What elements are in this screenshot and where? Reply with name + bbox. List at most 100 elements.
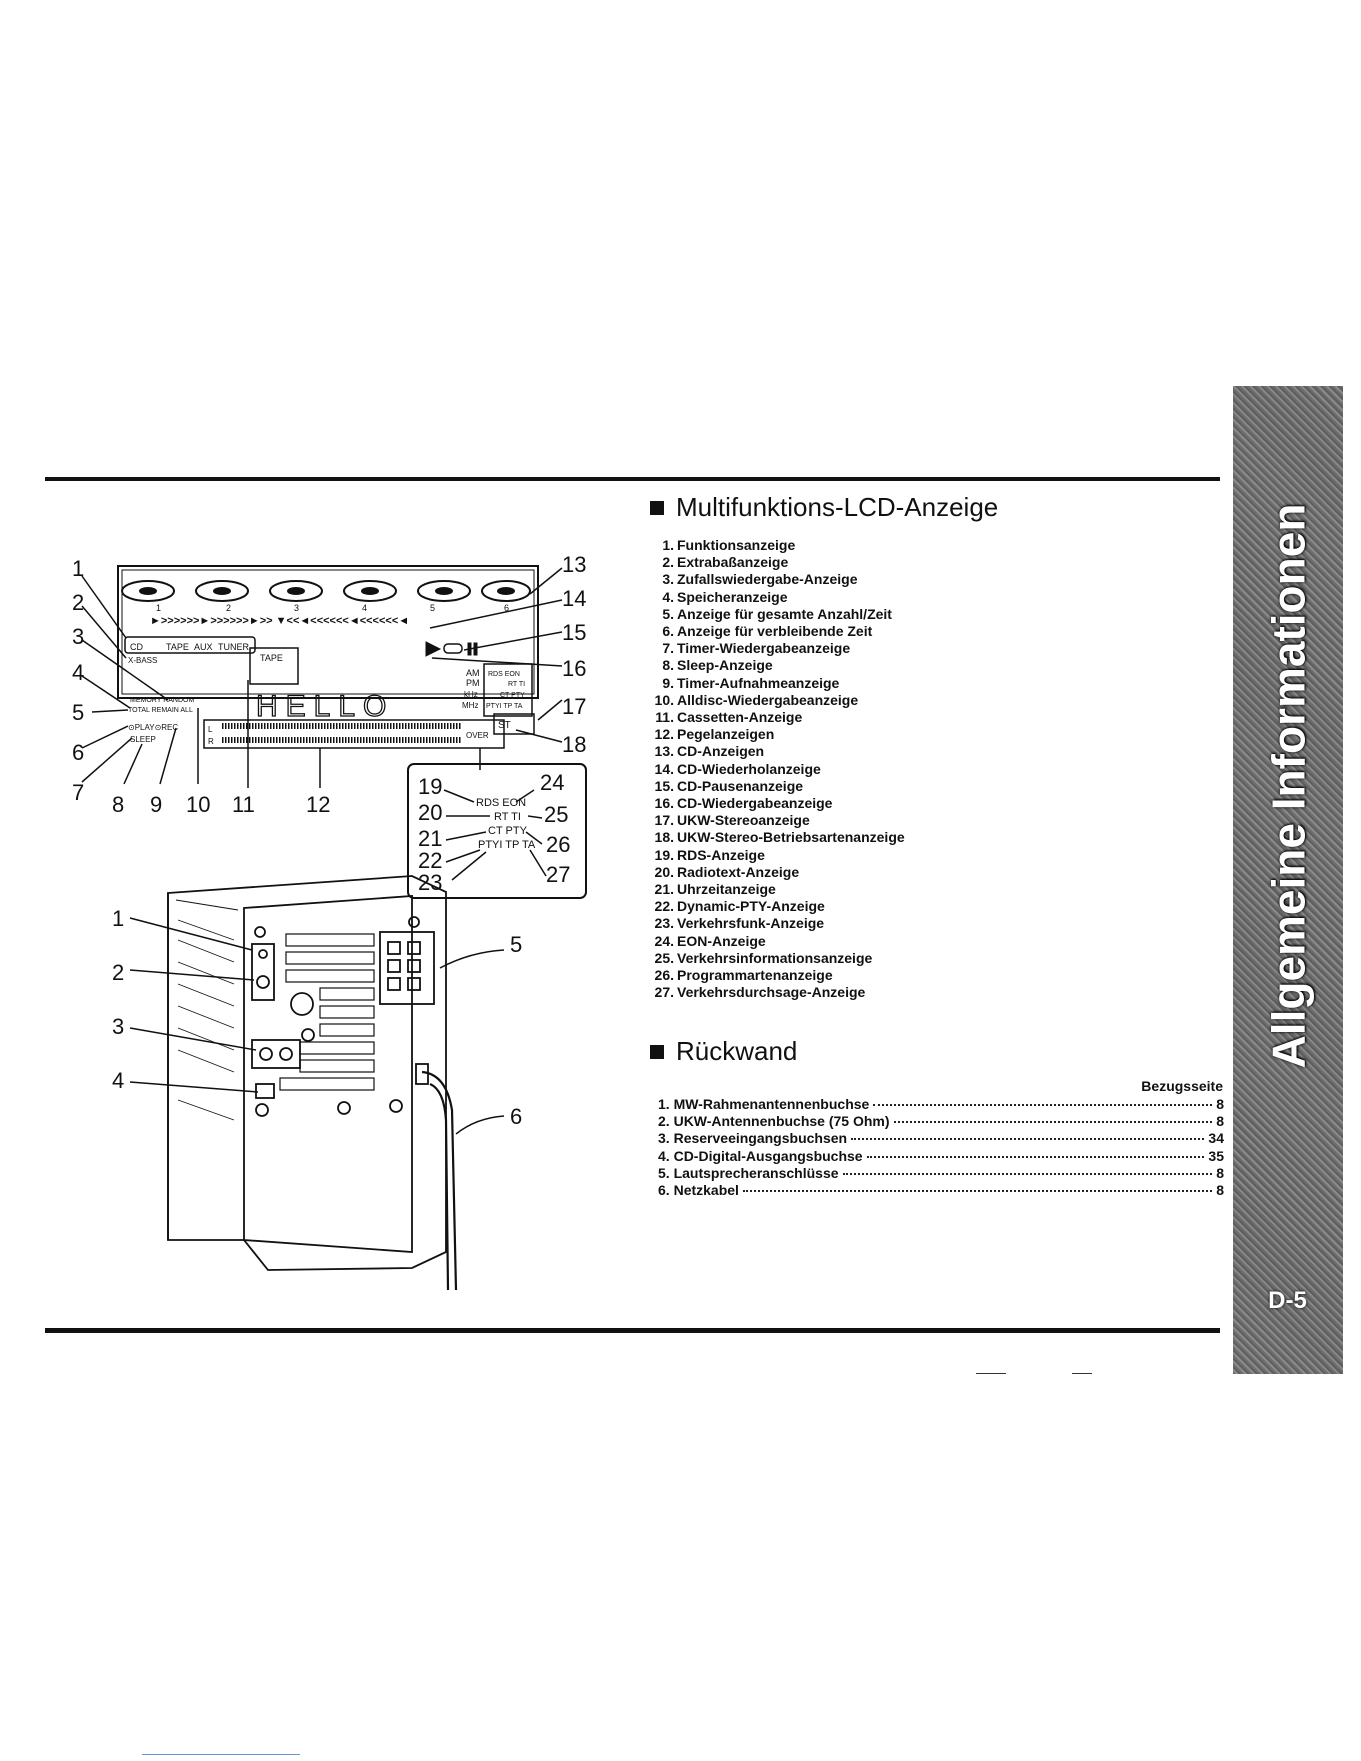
rear-list-item-page: 8: [1216, 1182, 1224, 1199]
rear-section-title: Rückwand: [650, 1036, 797, 1067]
lcd-list-item: 18.UKW-Stereo-Betriebsartenanzeige: [654, 829, 905, 846]
callout-4: 4: [72, 660, 84, 685]
rds-label-3: CT PTY: [500, 692, 525, 699]
display-message: HELLO: [256, 690, 394, 723]
lcd-list-item-number: 5.: [662, 605, 674, 622]
memory-random-label: MEMORY RANDOM: [130, 697, 194, 704]
callout-9: 9: [150, 792, 162, 817]
lcd-list-item-number: 17.: [654, 812, 674, 829]
rear-list-item: 2. UKW-Antennenbuchse (75 Ohm)8: [658, 1113, 1224, 1130]
lcd-list-item-label: CD-Wiedergabeanzeige: [677, 795, 833, 812]
lcd-list-item: 20.Radiotext-Anzeige: [654, 864, 905, 881]
callout-2: 2: [72, 590, 84, 615]
lcd-list-item-label: Zufallswiedergabe-Anzeige: [677, 571, 858, 588]
lcd-list-item-label: Anzeige für verbleibende Zeit: [677, 623, 873, 640]
over-label: OVER: [466, 731, 489, 740]
callout-24: 24: [540, 770, 564, 795]
disc-number: 4: [362, 603, 367, 613]
lcd-display-text: 1 2 3 4 5 6 ►>>>>>>►>>>>>>►>> ▼<<◄<<<<<<…: [128, 603, 525, 746]
callout-5: 5: [72, 700, 84, 725]
rds-label-2: RT TI: [508, 681, 525, 688]
lcd-list-item: 17.UKW-Stereoanzeige: [654, 812, 905, 829]
lcd-list-item-label: RDS-Anzeige: [677, 846, 765, 863]
function-label-tuner: TUNER: [218, 642, 249, 652]
lcd-list-item-number: 20.: [654, 863, 674, 880]
callout-10: 10: [186, 792, 210, 817]
function-label-tape: TAPE: [166, 642, 189, 652]
lcd-list-item: 21.Uhrzeitanzeige: [654, 881, 905, 898]
rear-callout-6: 6: [510, 1104, 522, 1129]
lcd-list-item-label: Timer-Wiedergabeanzeige: [677, 640, 851, 657]
level-meter-bars: [222, 723, 462, 743]
cd-disc-icon: [269, 580, 323, 602]
lcd-list-item: 13.CD-Anzeigen: [654, 743, 905, 760]
callout-21: 21: [418, 826, 442, 851]
lcd-list-item-label: Timer-Aufnahmeanzeige: [677, 674, 840, 691]
cd-disc-icons: [121, 580, 531, 602]
lcd-display: [117, 565, 539, 749]
rear-list-item-page: 8: [1216, 1113, 1224, 1130]
rear-callout-4: 4: [112, 1068, 124, 1093]
lcd-list-item: 25.Verkehrsinformationsanzeige: [654, 950, 905, 967]
disc-number: 6: [504, 603, 509, 613]
rds-label-1: RDS EON: [488, 671, 520, 678]
lcd-list-item-number: 1.: [662, 537, 674, 553]
callout-17: 17: [562, 694, 586, 719]
rear-list-item-page: 8: [1216, 1164, 1224, 1181]
callout-26: 26: [546, 832, 570, 857]
lcd-list-item: 5.Anzeige für gesamte Anzahl/Zeit: [654, 606, 905, 623]
bottom-rule: [45, 1328, 1220, 1333]
rear-list-item-number: 6.: [658, 1182, 674, 1199]
lcd-list-item: 27.Verkehrsdurchsage-Anzeige: [654, 984, 905, 1001]
lcd-list-item: 3.Zufallswiedergabe-Anzeige: [654, 571, 905, 588]
callout-14: 14: [562, 586, 586, 611]
lcd-list-item-label: CD-Pausenanzeige: [677, 777, 804, 794]
band-am: AM: [466, 668, 480, 678]
lcd-list-item-number: 7.: [662, 640, 674, 657]
rear-list-item-label: UKW-Antennenbuchse (75 Ohm): [673, 1113, 890, 1130]
lcd-list-item-number: 16.: [654, 795, 674, 812]
lcd-list-item-number: 14.: [654, 760, 674, 777]
rds-row-4: PTYI TP TA: [478, 839, 536, 851]
rear-list-item-page: 34: [1208, 1130, 1224, 1147]
lcd-list-item-label: Extrabaßanzeige: [677, 554, 789, 571]
band-khz: kHz: [464, 690, 478, 699]
lcd-list-item-number: 21.: [654, 881, 674, 898]
leader-dots: [851, 1138, 1205, 1141]
bullet-square-icon: [650, 1044, 664, 1059]
lcd-list-item-number: 24.: [654, 932, 674, 949]
rear-list-item-number: 1.: [658, 1096, 674, 1112]
lcd-list-item-label: Verkehrsfunk-Anzeige: [677, 915, 825, 932]
callout-7: 7: [72, 780, 84, 805]
callout-12: 12: [306, 792, 330, 817]
lcd-callout-numbers: 1 2 3 4 5 6 7 8 9 10 11 12 13 14 15 16 1…: [72, 552, 586, 817]
lcd-list-item: 23.Verkehrsfunk-Anzeige: [654, 915, 905, 932]
rear-list-item-number: 3.: [658, 1130, 674, 1147]
lcd-list-item-number: 6.: [662, 623, 674, 640]
lcd-list-item-number: 27.: [654, 984, 674, 1001]
leader-dots: [893, 1121, 1213, 1124]
disc-number: 3: [294, 603, 299, 613]
lcd-list-item-number: 11.: [655, 709, 674, 726]
rear-list-item-label: Lautsprecheranschlüsse: [673, 1164, 839, 1181]
rds-row-3: CT PTY: [488, 825, 528, 837]
function-label-cd: CD: [130, 642, 143, 652]
level-right-label: R: [208, 737, 214, 746]
lcd-list-item-label: Programmartenanzeige: [677, 967, 833, 984]
callout-20: 20: [418, 800, 442, 825]
lcd-list-item-number: 22.: [654, 898, 674, 915]
cd-disc-icon: [417, 580, 471, 602]
bullet-square-icon: [650, 500, 664, 515]
rear-callout-lines: [129, 917, 505, 1135]
lcd-list-item-label: CD-Anzeigen: [677, 743, 765, 760]
lcd-list-item-label: CD-Wiederholanzeige: [677, 760, 821, 777]
cd-disc-icon: [481, 580, 531, 602]
lcd-list-item-label: Speicheranzeige: [677, 588, 788, 605]
lcd-list-item: 14.CD-Wiederholanzeige: [654, 761, 905, 778]
rear-section-title-text: Rückwand: [676, 1036, 798, 1066]
lcd-list-item: 1.Funktionsanzeige: [654, 537, 905, 554]
lcd-list-item-number: 12.: [654, 726, 674, 743]
rear-callout-1: 1: [112, 906, 124, 931]
lcd-list-item: 6.Anzeige für verbleibende Zeit: [654, 623, 905, 640]
